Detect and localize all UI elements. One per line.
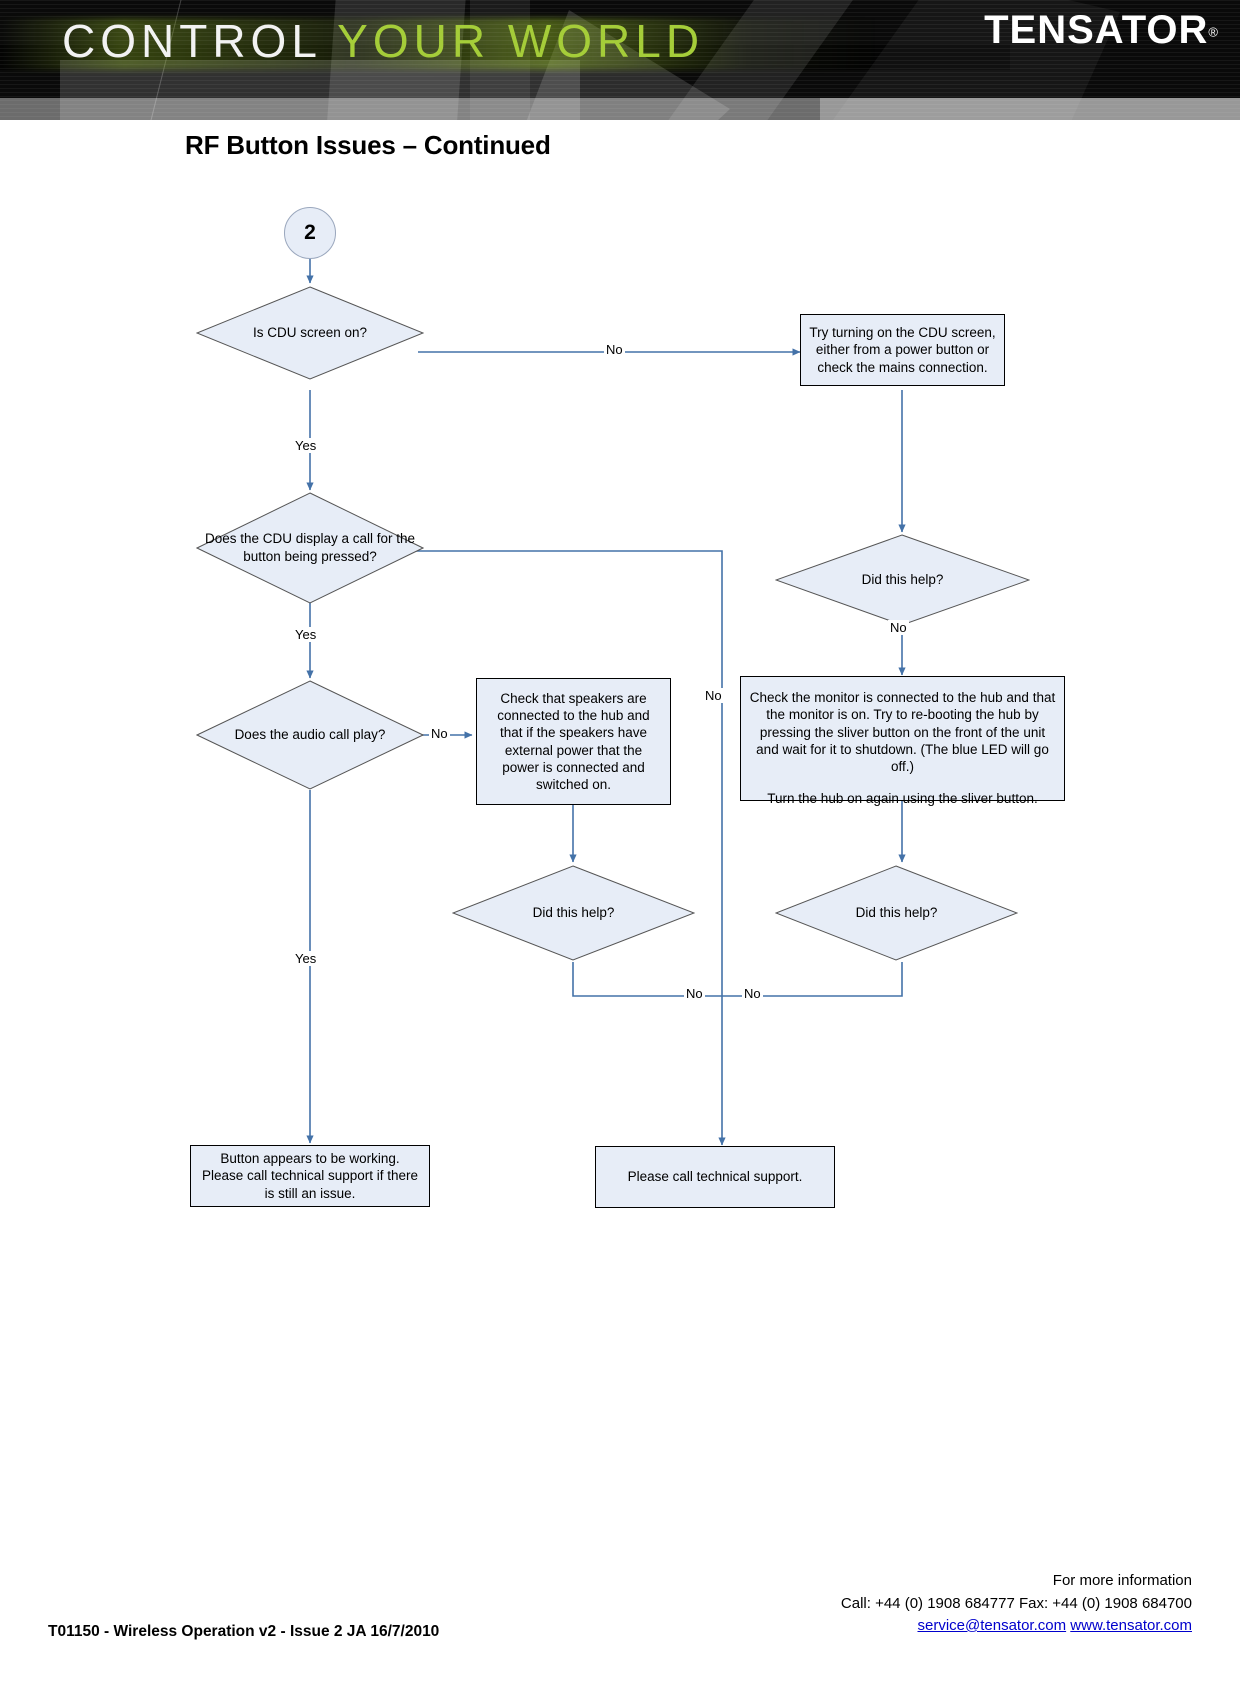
decision-does-cdu-display-call-label: Does the CDU display a call for the butt…: [204, 531, 416, 564]
process-check-monitor-line2: Turn the hub on again using the sliver b…: [767, 791, 1038, 807]
slogan-word-control: CONTROL: [62, 15, 321, 67]
process-check-speakers[interactable]: Check that speakers are connected to the…: [476, 678, 671, 805]
decision-did-this-help-1-label: Did this help?: [861, 572, 944, 588]
banner-bottom-bar: [0, 98, 1240, 120]
flow-connector-2[interactable]: 2: [284, 207, 336, 259]
decision-did-this-help-2[interactable]: Did this help?: [452, 865, 695, 961]
banner-shape-2: [470, 0, 530, 120]
flowchart-connectors: [306, 232, 906, 1146]
footer-contact-block: For more information Call: +44 (0) 1908 …: [841, 1570, 1192, 1638]
page-title: RF Button Issues – Continued: [185, 130, 551, 160]
footer-document-ref: T01150 - Wireless Operation v2 - Issue 2…: [48, 1623, 440, 1640]
banner-shape-light-bar: [60, 60, 580, 120]
header-banner: CONTROL YOUR WORLD TENSATOR®: [0, 0, 1240, 120]
decision-does-cdu-display-call[interactable]: Does the CDU display a call for the butt…: [196, 492, 424, 604]
banner-dark-band: [0, 44, 1010, 70]
page-footer: T01150 - Wireless Operation v2 - Issue 2…: [0, 1570, 1240, 1660]
decision-is-cdu-screen-on[interactable]: Is CDU screen on?: [196, 286, 424, 380]
logo-registered-mark: ®: [1208, 24, 1218, 40]
decision-did-this-help-3-label: Did this help?: [855, 905, 938, 921]
edge-label-cdu-display-no: No: [703, 688, 724, 703]
edge-label-cdu-screen-yes: Yes: [293, 438, 319, 453]
flowchart: 2 Is CDU screen on? Try turning on the C…: [190, 207, 1065, 1208]
edge-label-cdu-display-yes: Yes: [293, 627, 319, 642]
process-check-monitor[interactable]: Check the monitor is connected to the hu…: [740, 676, 1065, 806]
process-check-monitor-line1: Check the monitor is connected to the hu…: [749, 690, 1056, 775]
terminal-call-support[interactable]: Please call technical support.: [595, 1146, 835, 1208]
decision-did-this-help-1[interactable]: Did this help?: [775, 534, 1030, 626]
decision-is-cdu-screen-on-label: Is CDU screen on?: [252, 325, 368, 341]
banner-bottom-bar-right: [820, 98, 1240, 120]
decision-did-this-help-3[interactable]: Did this help?: [775, 865, 1018, 961]
slogan-word-your-world: YOUR WORLD: [337, 15, 705, 67]
brand-slogan: CONTROL YOUR WORLD: [62, 14, 704, 68]
terminal-button-appears-working[interactable]: Button appears to be working. Please cal…: [190, 1145, 430, 1207]
banner-green-glow: [0, 18, 880, 70]
decision-did-this-help-2-label: Did this help?: [532, 905, 615, 921]
edge-label-did-help-1-no: No: [888, 620, 909, 635]
logo-wordmark: TENSATOR: [984, 8, 1209, 52]
edge-label-did-help-3-no: No: [742, 986, 763, 1001]
footer-phone-line: Call: +44 (0) 1908 684777 Fax: +44 (0) 1…: [840, 1594, 1192, 1612]
edge-label-audio-call-yes: Yes: [293, 951, 319, 966]
banner-scanlines: [0, 0, 1240, 120]
decision-does-audio-call-play[interactable]: Does the audio call play?: [196, 680, 424, 790]
footer-website-link[interactable]: www.tensator.com: [1070, 1617, 1192, 1634]
edge-label-did-help-2-no: No: [684, 986, 705, 1001]
process-try-turning-on-cdu[interactable]: Try turning on the CDU screen, either fr…: [800, 314, 1005, 386]
footer-more-info: For more information: [1052, 1572, 1192, 1589]
footer-email-link[interactable]: service@tensator.com: [917, 1617, 1067, 1634]
edge-label-audio-call-no: No: [429, 726, 450, 741]
decision-does-audio-call-play-label: Does the audio call play?: [234, 727, 386, 743]
edge-label-cdu-screen-no: No: [604, 342, 625, 357]
